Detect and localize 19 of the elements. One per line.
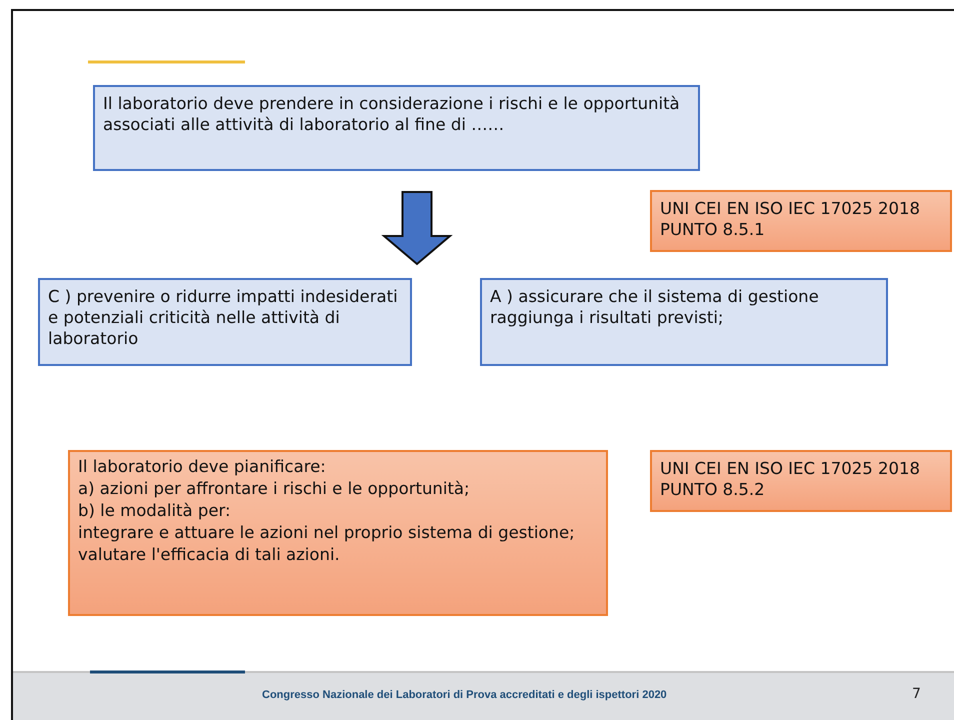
text-box	[38, 278, 412, 366]
box-text: A ) assicurare che il sistema di gestione raggiunga i risultati previsti;	[490, 286, 820, 328]
box-text: UNI CEI EN ISO IEC 17025 2018 PUNTO 8.5.2	[660, 458, 921, 500]
box-text: b) le modalità per:	[78, 500, 232, 522]
footer-text: Congresso Nazionale dei Laboratori di Prova accreditati e degli ispettori 2020	[262, 689, 667, 701]
block-arrow	[381, 191, 453, 266]
highlight-box	[68, 450, 608, 616]
box-text: Il laboratorio deve pianificare:	[78, 456, 327, 478]
box-text: valutare l'efficacia di tali azioni.	[78, 544, 341, 566]
highlight-box	[650, 190, 952, 252]
box-text: integrare e attuare le azioni nel proprio sistema di gestione;	[78, 522, 576, 544]
box-text: Il laboratorio deve prendere in considerazione i rischi e le opportunità associati alle attività di laboratorio al fine di ……	[103, 93, 681, 135]
box-text: a) azioni per affrontare i rischi e le opportunità;	[78, 478, 471, 500]
page-number: 7	[912, 686, 921, 702]
text-box	[93, 85, 700, 171]
box-text: UNI CEI EN ISO IEC 17025 2018 PUNTO 8.5.1	[660, 198, 921, 240]
text-box	[480, 278, 888, 366]
box-text: C ) prevenire o ridurre impatti indesiderati e potenziali criticità nelle attività di laboratorio	[48, 286, 399, 349]
highlight-box	[650, 450, 952, 512]
